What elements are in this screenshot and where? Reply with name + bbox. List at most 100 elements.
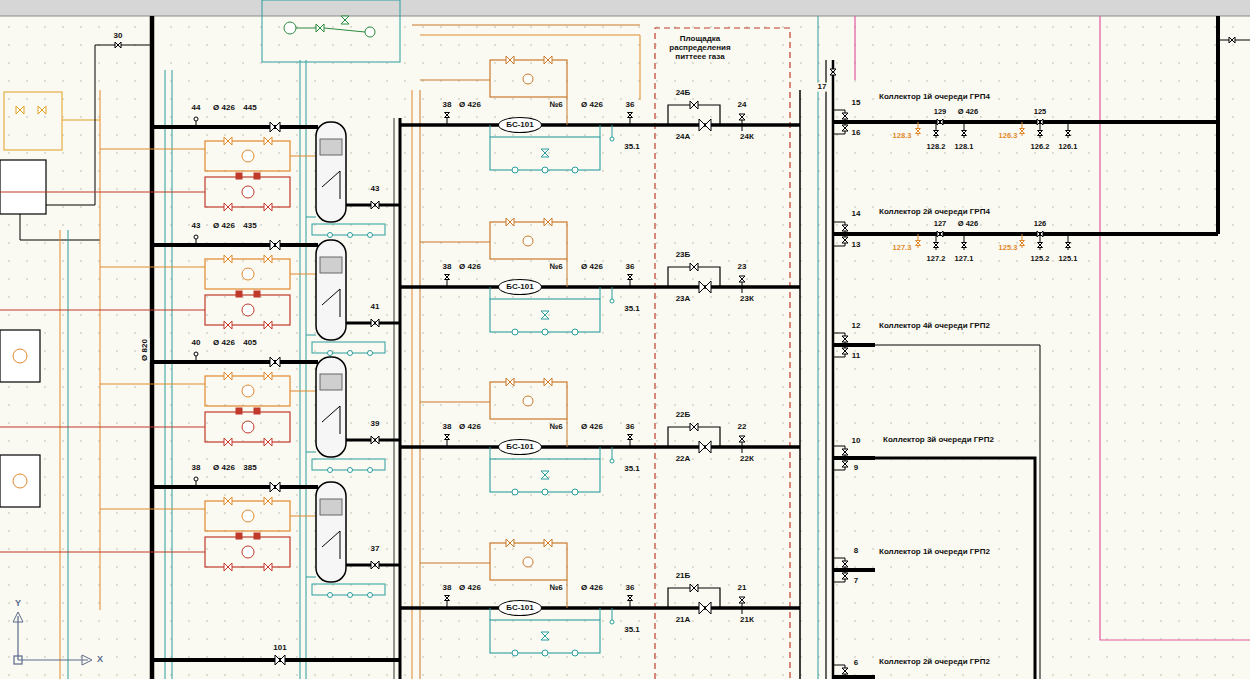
- axis-line: [17, 616, 18, 660]
- valve-symbol: [371, 319, 379, 327]
- instrument-symbol: [242, 546, 254, 558]
- callout-number: 38: [191, 464, 202, 473]
- pipe: [490, 447, 491, 459]
- pipe: [46, 45, 152, 205]
- pipe: [324, 28, 365, 32]
- axis-arrow: [82, 655, 92, 665]
- pipe: [322, 406, 340, 434]
- valve-symbol: [937, 119, 943, 125]
- pipe: [818, 16, 819, 679]
- instrument-symbol: [328, 351, 333, 356]
- separator-block: БС-101: [498, 117, 542, 133]
- instrument-symbol: [242, 304, 254, 316]
- valve-symbol: [937, 231, 943, 237]
- valve-symbol: [699, 602, 711, 614]
- valve-symbol: [690, 584, 698, 592]
- collector-label: Коллектор 3й очереди ГРП2: [882, 436, 995, 445]
- axis-line: [18, 659, 88, 660]
- valve-symbol: [699, 119, 711, 131]
- pipe: [420, 90, 421, 679]
- valve-symbol: [962, 243, 967, 248]
- instrument-symbol: [512, 650, 518, 656]
- callout-number: 22К: [739, 455, 755, 464]
- pipe: [567, 259, 568, 287]
- callout-number: 30: [113, 32, 124, 41]
- pipe: [100, 90, 101, 610]
- valve-symbol: [842, 336, 848, 342]
- callout-number: 7: [853, 577, 859, 586]
- pipe: [172, 70, 173, 679]
- valve-symbol: [842, 237, 848, 243]
- valve-symbol: [38, 106, 46, 114]
- valve-symbol: [541, 311, 549, 319]
- pipe: [742, 120, 743, 125]
- equipment-outline: [4, 92, 62, 150]
- inlet-pipe: [152, 360, 318, 364]
- instrument-symbol: [348, 351, 353, 356]
- callout-number: 125.1: [1058, 255, 1079, 263]
- callout-number: 24К: [739, 133, 755, 142]
- pipe: [490, 287, 491, 299]
- valve-symbol: [541, 632, 549, 640]
- pipe: [420, 402, 490, 403]
- callout-number: Ø 820: [141, 338, 150, 362]
- instrument-symbol: [572, 329, 578, 335]
- instrument-symbol: [13, 349, 27, 363]
- red-marker: [236, 408, 242, 414]
- valve-symbol: [842, 461, 848, 467]
- valve-symbol: [275, 655, 285, 665]
- pipe: [68, 230, 69, 679]
- axis-origin: [14, 656, 22, 664]
- callout-number: Ø 426: [458, 101, 482, 110]
- callout-number: 12: [851, 322, 862, 331]
- callout-number: 23Б: [675, 251, 692, 260]
- valve-symbol: [224, 497, 232, 505]
- header-pipe: [150, 16, 155, 679]
- pipe: [630, 117, 631, 125]
- valve-symbol: [628, 113, 633, 118]
- collector-pipe: [875, 458, 1035, 679]
- instrument-symbol: [368, 233, 373, 238]
- pipe: [447, 279, 448, 287]
- valve-symbol: [1229, 37, 1235, 43]
- instrument-symbol: [365, 27, 375, 37]
- valve-symbol: [224, 321, 232, 329]
- pipe: [62, 120, 100, 121]
- instrument-symbol: [242, 268, 254, 280]
- callout-number: 15: [851, 99, 862, 108]
- callout-number: 39: [370, 420, 381, 429]
- valve-symbol: [842, 225, 848, 231]
- callout-number: 35.1: [623, 305, 641, 314]
- valve-symbol: [628, 435, 633, 440]
- callout-number: 35.1: [623, 143, 641, 152]
- instrument-symbol: [512, 489, 518, 495]
- callout-number: 22А: [675, 455, 692, 464]
- callout-number: 129: [933, 108, 948, 116]
- valve-symbol: [264, 372, 272, 380]
- valve-symbol: [264, 438, 272, 446]
- callout-number: 38: [442, 584, 453, 593]
- collector-pipe: [833, 343, 875, 347]
- orange-loop: [205, 376, 290, 406]
- pink-line: [1100, 16, 1250, 640]
- pipe: [322, 531, 340, 559]
- collector-pipe: [833, 456, 875, 460]
- callout-number: Ø 426: [580, 584, 604, 593]
- valve-symbol: [445, 275, 450, 280]
- callout-number: Ø 426: [957, 220, 979, 228]
- callout-number: 128.1: [954, 143, 975, 151]
- pipe: [612, 125, 613, 137]
- separator-vessel: [316, 240, 346, 340]
- pipe: [290, 516, 316, 517]
- pipe: [600, 608, 601, 620]
- callout-number: 13: [851, 241, 862, 250]
- vessel-plate: [320, 499, 342, 515]
- instrument-symbol: [512, 329, 518, 335]
- equipment-outline: [0, 160, 46, 214]
- callout-number: 40: [191, 339, 202, 348]
- valve-symbol: [224, 372, 232, 380]
- separator-vessel: [316, 357, 346, 457]
- orange-loop: [205, 501, 290, 531]
- callout-number: Ø 426: [212, 104, 236, 113]
